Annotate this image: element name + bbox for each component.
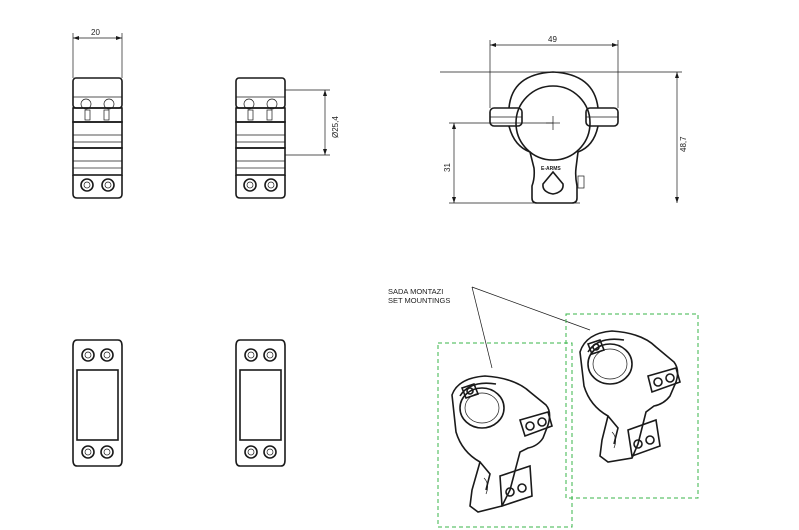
side-view-2: Ø25,4 <box>235 77 340 199</box>
dim-diameter-label: Ø25,4 <box>331 116 340 138</box>
set-box-left <box>437 342 573 528</box>
engraving-text: E-ARMS <box>541 166 561 172</box>
iso-mount-left <box>451 375 553 513</box>
dim-width-label: 20 <box>91 28 100 37</box>
set-mountings-label: SADA MONTAZI SET MOUNTINGS <box>388 286 591 369</box>
side-view-1: 20 <box>72 28 123 199</box>
iso-mount-right <box>579 330 681 463</box>
dim-total-height-label: 48,7 <box>679 136 688 152</box>
dim-span-label: 49 <box>548 35 557 44</box>
dim-center-height-label: 31 <box>443 163 452 172</box>
bottom-view-2 <box>235 339 286 467</box>
label-line-1: SADA MONTAZI <box>388 287 443 296</box>
set-box-right <box>565 313 699 499</box>
bottom-view-1 <box>72 339 123 467</box>
label-line-2: SET MOUNTINGS <box>388 296 450 305</box>
front-view: 49 48,7 31 E-ARMS <box>440 35 688 204</box>
